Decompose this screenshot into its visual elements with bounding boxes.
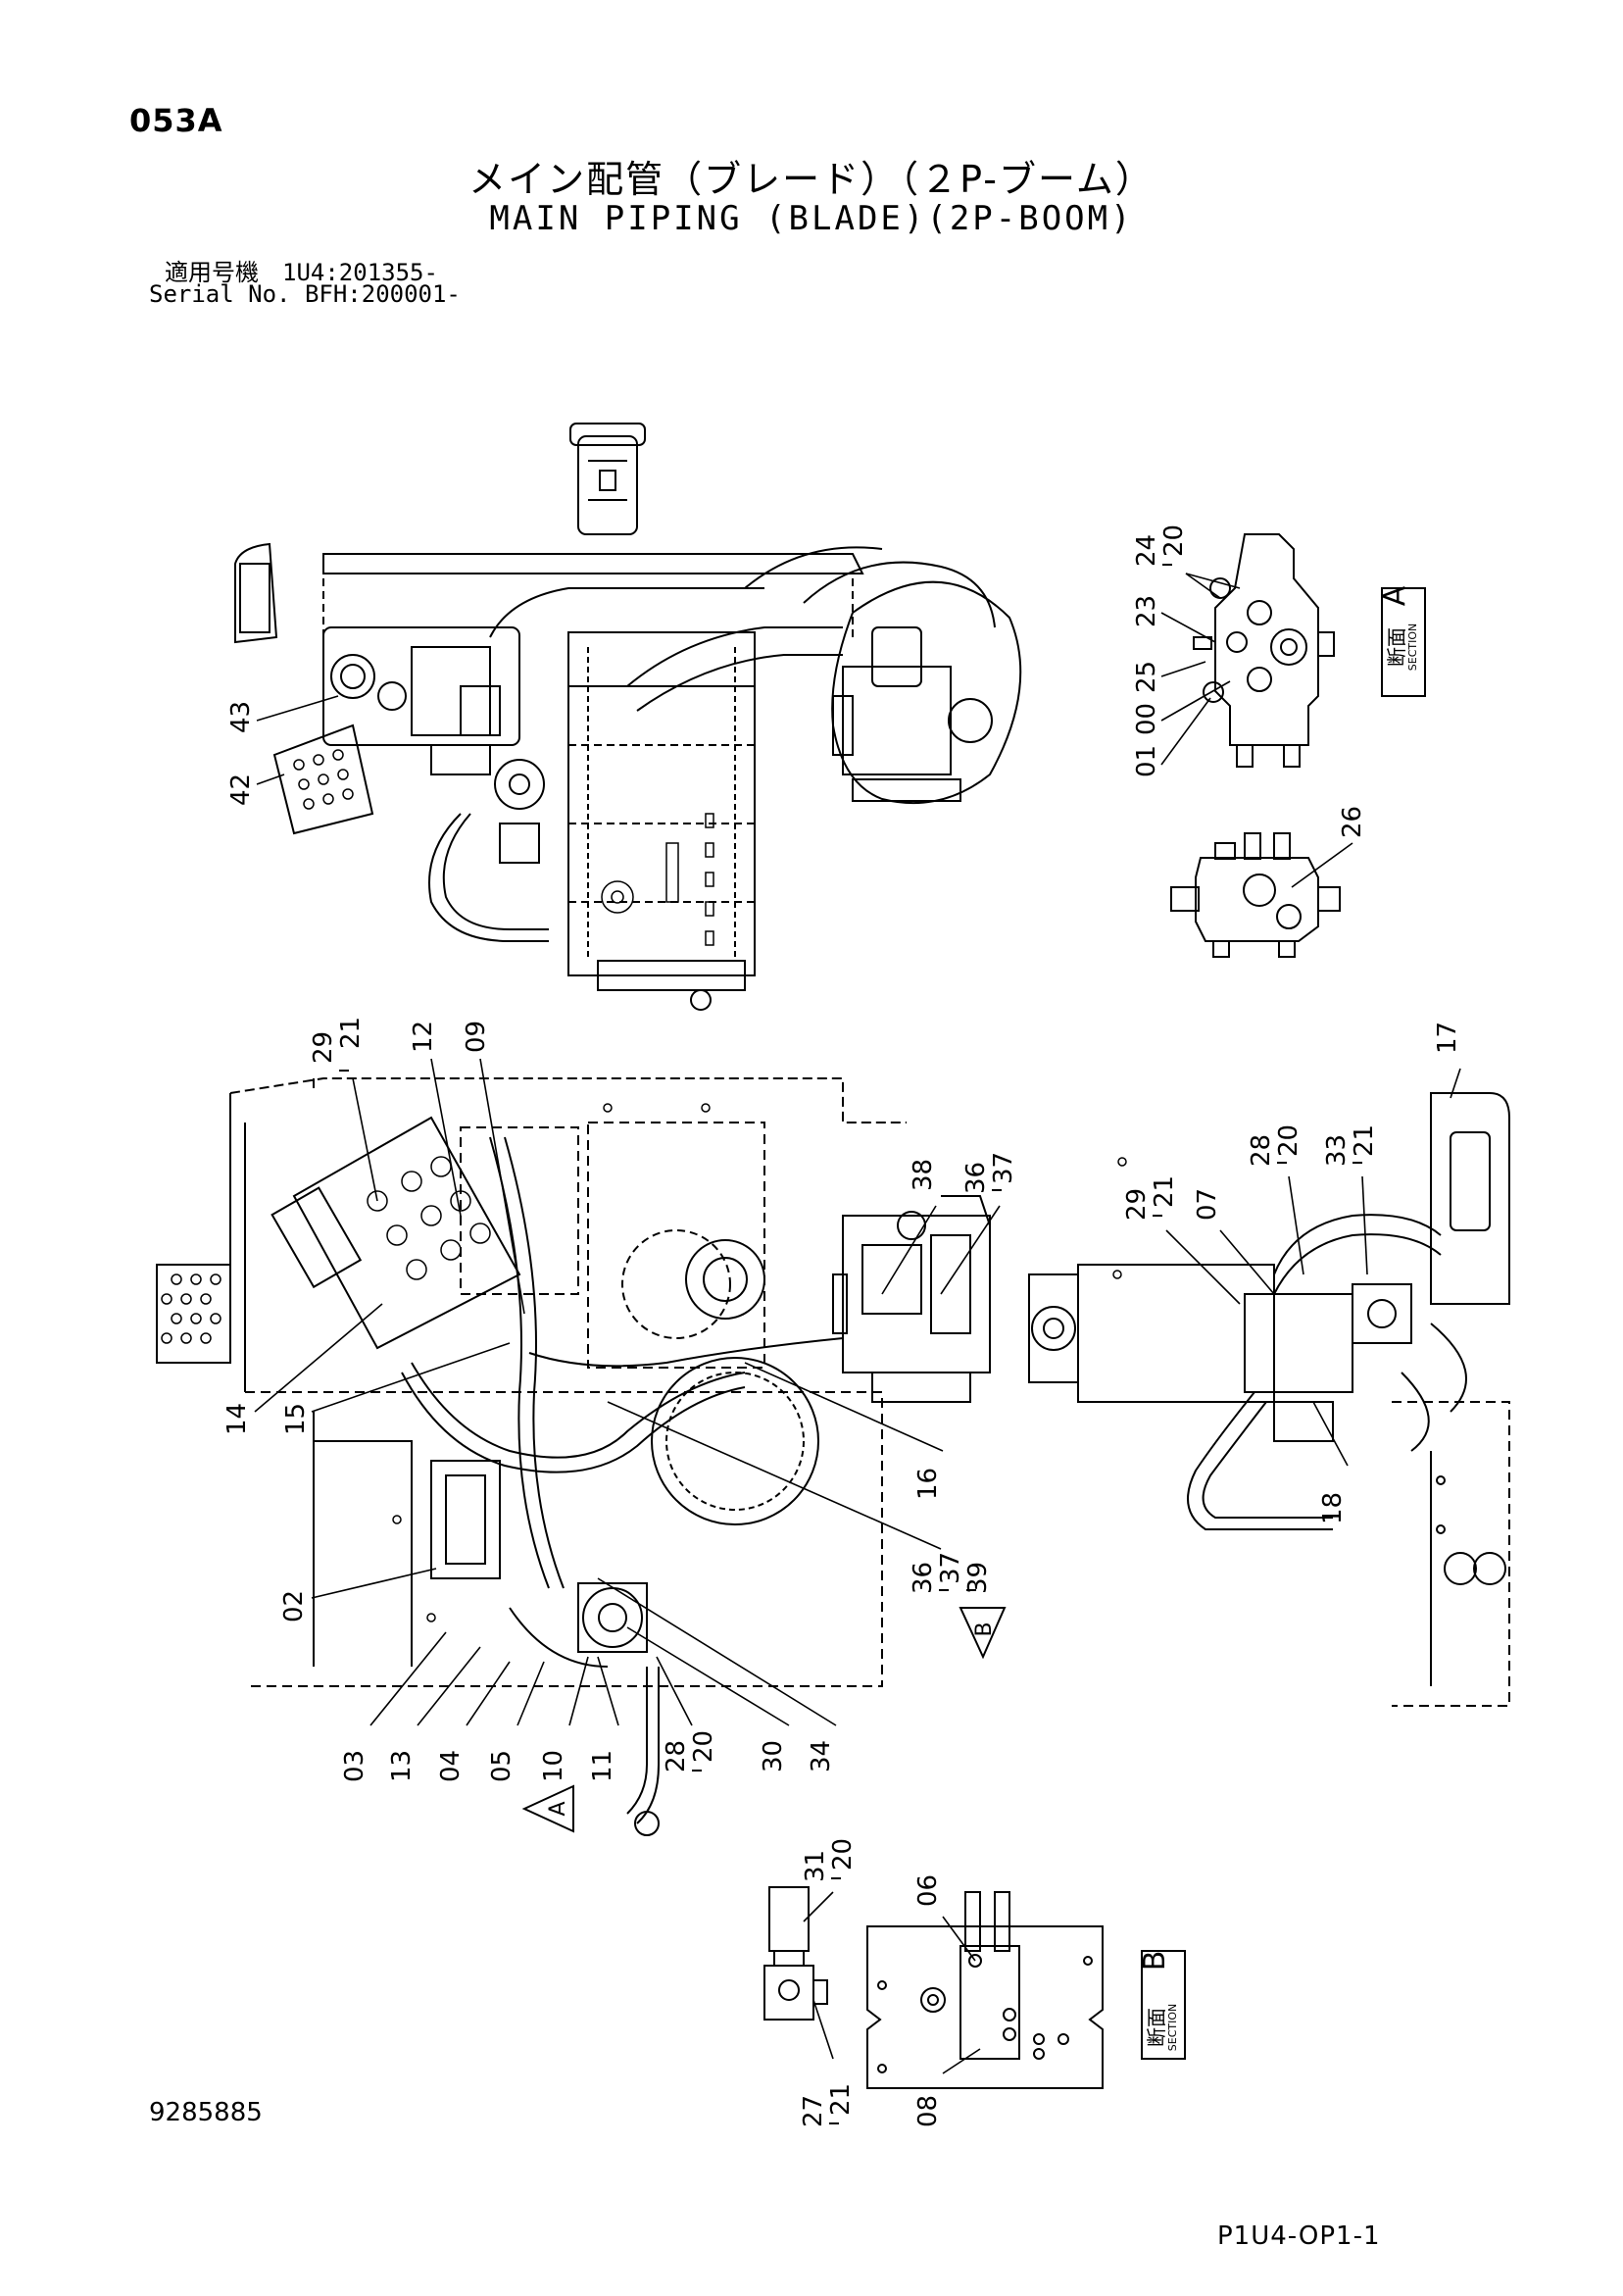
side-view-machine — [1028, 1092, 1510, 1707]
callout-label: 36 — [909, 1562, 938, 1594]
callout-label: 20 — [1159, 524, 1189, 557]
callout-label: 01 — [1132, 745, 1161, 777]
callout-label: 03 — [340, 1750, 369, 1782]
leader-lines — [254, 573, 1461, 2074]
view-arrow-a-letter: A — [546, 1801, 570, 1816]
callout-label: 30 — [759, 1740, 788, 1772]
callout-label: 11 — [588, 1750, 617, 1782]
callout-label: 09 — [462, 1021, 491, 1053]
view-arrow-b: B — [959, 1607, 1007, 1660]
callout-label: 05 — [487, 1750, 516, 1782]
callout-label: 10 — [539, 1750, 568, 1782]
callout-label: 42 — [226, 774, 256, 806]
page-code: 053A — [129, 102, 223, 139]
serial-line-english: Serial No. BFH:200001- — [149, 280, 461, 308]
view-arrow-b-letter: B — [972, 1622, 997, 1636]
section-a-letter: A — [1378, 585, 1412, 606]
callout-label: 06 — [913, 1874, 943, 1907]
sheet-code: P1U4-OP1-1 — [1217, 2221, 1381, 2251]
title-japanese: メイン配管（ブレード）（２P-ブーム） — [468, 158, 1155, 201]
section-a-box: 断面 SECTION A — [1378, 585, 1426, 697]
section-b-letter: B — [1138, 1951, 1172, 1972]
callout-label: 21 — [1350, 1124, 1379, 1157]
section-b-label-ja: 断面 — [1145, 2008, 1168, 2047]
callout-label: 38 — [909, 1159, 938, 1191]
callout-label: 31 — [801, 1850, 830, 1882]
callout-label: 18 — [1318, 1492, 1348, 1524]
main-view-machine — [156, 1077, 1127, 1836]
serial-line-japanese: 適用号機 1U4:201355- — [165, 259, 438, 286]
section-b-valve — [763, 1886, 1104, 2089]
callout-label: 21 — [1150, 1175, 1179, 1208]
callout-label: 43 — [226, 701, 256, 733]
callout-label: 29 — [1122, 1188, 1152, 1221]
callout-label: 24 — [1132, 534, 1161, 567]
callout-label: 33 — [1322, 1134, 1352, 1167]
section-b-box: 断面 SECTION B — [1138, 1950, 1186, 2060]
callout-label: 20 — [828, 1838, 858, 1871]
callout-label: 12 — [409, 1021, 438, 1053]
callout-label: 36 — [961, 1162, 991, 1194]
callout-label: 25 — [1132, 661, 1161, 693]
callout-label: 04 — [436, 1750, 466, 1782]
callout-label: 37 — [936, 1552, 965, 1584]
callout-label: 29 — [309, 1031, 338, 1064]
callout-label: 17 — [1433, 1022, 1462, 1054]
callout-label: 28 — [1247, 1134, 1276, 1167]
callout-label: 08 — [913, 2095, 943, 2127]
callout-label: 16 — [913, 1468, 943, 1500]
callout-label: 28 — [662, 1740, 691, 1772]
callout-label: 13 — [387, 1750, 417, 1782]
callout-label: 39 — [963, 1562, 993, 1594]
callout-label: 23 — [1132, 595, 1161, 627]
callout-pair-dashes — [339, 564, 1362, 2124]
callout-label: 34 — [807, 1740, 836, 1772]
callout-label: 00 — [1132, 703, 1161, 735]
callout-label: 21 — [336, 1017, 366, 1049]
document-number: 9285885 — [149, 2098, 263, 2127]
callout-label: 07 — [1193, 1188, 1222, 1221]
section-a-label-en: SECTION — [1406, 624, 1419, 671]
callout-label: 27 — [799, 2095, 828, 2127]
callout-labels: 43 42 24 20 23 25 00 01 26 29 21 12 09 1… — [222, 524, 1462, 2127]
callout-label: 26 — [1338, 806, 1367, 838]
callout-label: 02 — [279, 1590, 309, 1622]
section-a-valve — [1170, 533, 1341, 958]
callout-label: 15 — [281, 1403, 311, 1435]
section-a-label-ja: 断面 — [1385, 627, 1408, 667]
title-english: MAIN PIPING (BLADE)(2P-BOOM) — [489, 199, 1134, 238]
callout-label: 20 — [689, 1730, 718, 1763]
section-b-label-en: SECTION — [1166, 2004, 1179, 2051]
callout-label: 14 — [222, 1403, 252, 1435]
callout-label: 20 — [1274, 1124, 1303, 1157]
callout-label: 37 — [989, 1152, 1018, 1184]
top-view-machine — [234, 423, 1022, 1011]
callout-label: 21 — [826, 2083, 856, 2116]
view-arrow-a: A — [521, 1784, 574, 1833]
